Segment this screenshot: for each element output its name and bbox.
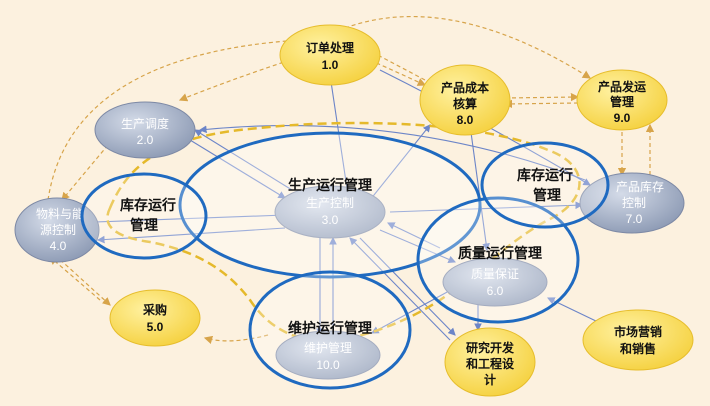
arrow-order-to-prod xyxy=(329,74,351,197)
arrow-prod-to-rnd xyxy=(359,237,456,336)
flow-order-to-ship xyxy=(344,15,592,79)
ring-inventory-right: 库存运行 管理 xyxy=(480,141,610,229)
node-material-line1: 物料与能 xyxy=(36,207,84,221)
node-order: 订单处理 1.0 xyxy=(279,24,381,86)
orange-dashed-flows xyxy=(47,15,655,344)
arrow-quality-to-prod xyxy=(387,222,441,249)
node-cost-line1: 产品成本 xyxy=(441,80,489,95)
node-material-line2: 源控制 xyxy=(40,223,76,237)
flow-ship-to-cost xyxy=(503,99,579,109)
node-product-stock-line2: 控制 xyxy=(622,196,646,210)
arrow-rnd-to-prod xyxy=(349,237,451,341)
node-ship: 产品发运 管理 9.0 xyxy=(576,69,668,131)
node-purchase-line1: 采购 xyxy=(142,302,167,317)
ring-quality-label: 质量运行管理 xyxy=(458,245,542,261)
ring-inventory-left-line1: 库存运行 xyxy=(120,197,176,213)
node-rnd-line1: 研究开发 xyxy=(466,340,515,355)
node-rnd-line2: 和工程设 xyxy=(465,356,515,371)
node-order-line1: 订单处理 xyxy=(306,40,354,55)
node-rnd-line3: 计 xyxy=(484,372,496,387)
arrow-prod-to-stock xyxy=(389,201,584,213)
ring-inventory-right-line2: 管理 xyxy=(533,187,561,203)
arrow-cost-to-quality xyxy=(469,124,490,252)
flow-dispatch-to-material xyxy=(61,144,109,201)
flow-order-to-cost xyxy=(369,59,427,86)
node-prod-control-line1: 生产控制 xyxy=(306,196,354,210)
node-prod-control-line2: 3.0 xyxy=(322,213,339,227)
blue-arrows xyxy=(94,69,599,341)
arrow-quality-to-maint xyxy=(371,284,461,334)
ring-production-label: 生产运行管理 xyxy=(288,177,372,193)
node-market-line1: 市场营销 xyxy=(614,324,662,339)
node-rnd: 研究开发 和工程设 计 xyxy=(444,327,536,397)
node-purchase: 采购 5.0 xyxy=(109,289,201,347)
node-maint: 维护管理 10.0 xyxy=(275,330,381,380)
arrow-prod-to-cost xyxy=(369,124,431,201)
node-prod-control: 生产控制 3.0 xyxy=(274,185,386,239)
node-quality-assure: 质量保证 6.0 xyxy=(442,257,548,307)
arrow-material-to-prod xyxy=(94,211,287,223)
node-dispatch: 生产调度 2.0 xyxy=(94,101,196,159)
node-product-stock-line1: 产品库存 xyxy=(616,179,664,194)
node-ship-line2: 管理 xyxy=(610,94,634,109)
arrow-dispatch-to-prod xyxy=(189,139,286,199)
node-material-line3: 4.0 xyxy=(50,239,67,253)
node-maint-line2: 10.0 xyxy=(316,358,340,372)
node-cost: 产品成本 核算 8.0 xyxy=(419,64,511,136)
ring-quality: 质量运行管理 xyxy=(416,196,580,324)
node-quality-assure-line1: 质量保证 xyxy=(471,267,519,281)
flow-purchase-to-material xyxy=(49,256,101,301)
node-material: 物料与能 源控制 4.0 xyxy=(14,197,100,263)
arrow-prod-to-dispatch xyxy=(194,129,293,191)
node-cost-line3: 8.0 xyxy=(457,113,474,127)
flow-rnd-to-maint xyxy=(203,334,269,344)
node-product-stock-line3: 7.0 xyxy=(626,212,643,226)
node-dispatch-line2: 2.0 xyxy=(137,133,154,147)
flow-order-to-dispatch xyxy=(178,59,291,102)
arrow-prod-to-quality xyxy=(379,229,457,263)
node-market: 市场营销 和销售 xyxy=(582,309,694,371)
node-ship-line3: 9.0 xyxy=(614,111,631,125)
ring-inventory-left: 库存运行 管理 xyxy=(80,172,208,260)
node-market-line2: 和销售 xyxy=(619,341,656,356)
node-order-line2: 1.0 xyxy=(322,58,339,72)
flow-material-to-purchase xyxy=(54,254,111,306)
node-purchase-line2: 5.0 xyxy=(147,320,164,334)
node-cost-line2: 核算 xyxy=(453,96,477,111)
arrow-stock-to-dispatch xyxy=(198,125,586,181)
ring-inventory-right-line1: 库存运行 xyxy=(517,167,573,183)
node-quality-assure-line2: 6.0 xyxy=(487,284,504,298)
ring-maintenance-label: 维护运行管理 xyxy=(288,320,372,336)
ring-production: 生产运行管理 xyxy=(178,131,482,279)
node-ship-line1: 产品发运 xyxy=(598,79,646,94)
ring-inventory-left-line2: 管理 xyxy=(130,217,158,233)
flow-material-to-order xyxy=(47,36,302,201)
node-maint-line1: 维护管理 xyxy=(304,340,352,355)
flow-cost-to-order xyxy=(370,51,426,81)
ring-maintenance: 维护运行管理 xyxy=(248,270,412,390)
node-product-stock: 产品库存 控制 7.0 xyxy=(579,172,685,234)
node-dispatch-line1: 生产调度 xyxy=(121,116,169,131)
flow-cost-to-ship xyxy=(504,92,580,102)
